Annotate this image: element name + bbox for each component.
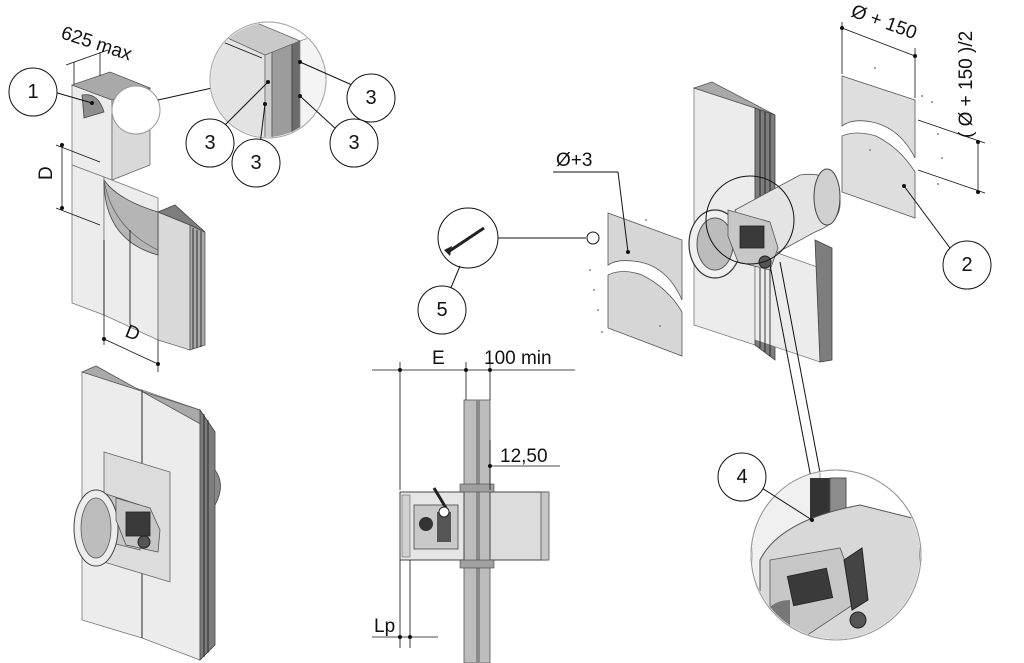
callout-2-number: 2	[961, 254, 972, 276]
dim-lp: Lp	[372, 560, 438, 648]
dim-1250: 12,50	[488, 440, 560, 490]
callout-1: 1	[8, 67, 94, 117]
half-plates-dia150	[841, 67, 943, 219]
label-dia-plus-150: Ø + 150	[848, 1, 919, 44]
label-100-min: 100 min	[484, 348, 552, 369]
wall-exploded-figure	[688, 81, 841, 363]
board-cutout-figure	[70, 71, 206, 351]
callout-5: 5	[436, 299, 447, 321]
label-dia-plus-150-half: ( Ø + 150 )/2	[956, 31, 977, 138]
label-d-vertical: D	[36, 166, 57, 180]
callout-4-number: 4	[736, 466, 747, 488]
leader-detail-4b	[769, 264, 813, 484]
screw-callout: 5	[417, 207, 600, 335]
callout-4: 4	[717, 452, 814, 522]
wall-damper-figure	[73, 365, 221, 661]
callout-1-number: 1	[27, 81, 38, 103]
label-lp: Lp	[374, 616, 395, 637]
section-view	[399, 399, 550, 663]
callout-3-group: 3 3 3 3	[185, 61, 396, 188]
leader-detail-4a	[779, 261, 823, 484]
callout-3d: 3	[250, 152, 261, 174]
callout-3a: 3	[365, 87, 376, 109]
detail-marker-small	[111, 85, 161, 135]
dim-d-vertical: D	[36, 143, 101, 226]
label-dia-plus-3: Ø+3	[556, 150, 592, 171]
actuator-detail-zoom	[750, 469, 922, 641]
label-1250: 12,50	[500, 446, 548, 467]
label-625-max: 625 max	[58, 23, 134, 66]
callout-3c: 3	[204, 132, 215, 154]
dim-dia-plus-150-half: ( Ø + 150 )/2	[917, 31, 986, 194]
half-plates-dia3: Ø+3	[553, 150, 683, 357]
label-e: E	[432, 348, 445, 369]
callout-2: 2	[903, 185, 992, 290]
dim-e-100: E 100 min	[372, 348, 575, 490]
dim-625-max: 625 max	[58, 23, 135, 84]
callout-3b: 3	[348, 132, 359, 154]
